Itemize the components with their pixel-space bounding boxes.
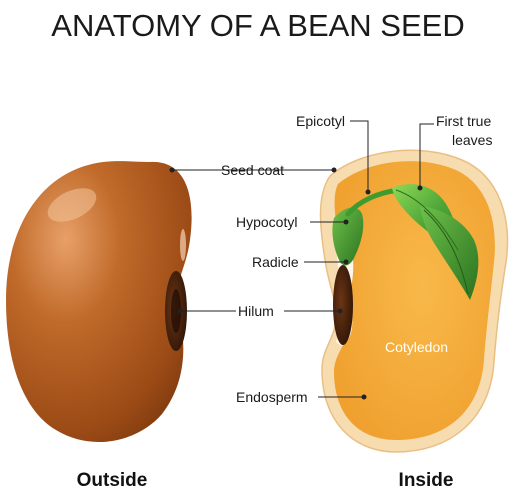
label-cotyledon: Cotyledon (385, 339, 448, 355)
caption-inside: Inside (399, 470, 454, 491)
leaf-vein-2 (423, 209, 469, 295)
outside-seed (6, 161, 192, 442)
label-first-true-leaves-2: leaves (452, 132, 492, 148)
caption-outside: Outside (77, 470, 148, 491)
label-epicotyl: Epicotyl (296, 113, 345, 129)
outside-seed-highlight (47, 188, 97, 222)
label-seed-coat: Seed coat (221, 162, 284, 178)
outside-seed-coat (6, 161, 192, 442)
inside-hilum (333, 265, 353, 345)
page-title: ANATOMY OF A BEAN SEED (51, 8, 464, 43)
label-first-true-leaves-1: First true (436, 113, 491, 129)
inside-seed (319, 149, 509, 453)
leaf-vein-1 (395, 189, 459, 251)
outside-seed-sheen (180, 229, 186, 261)
label-hypocotyl: Hypocotyl (236, 214, 297, 230)
leader-lines (169, 120, 434, 400)
label-radicle: Radicle (252, 254, 299, 270)
label-hilum: Hilum (238, 303, 274, 319)
outside-hilum-inner (171, 289, 181, 333)
label-endosperm: Endosperm (236, 389, 308, 405)
